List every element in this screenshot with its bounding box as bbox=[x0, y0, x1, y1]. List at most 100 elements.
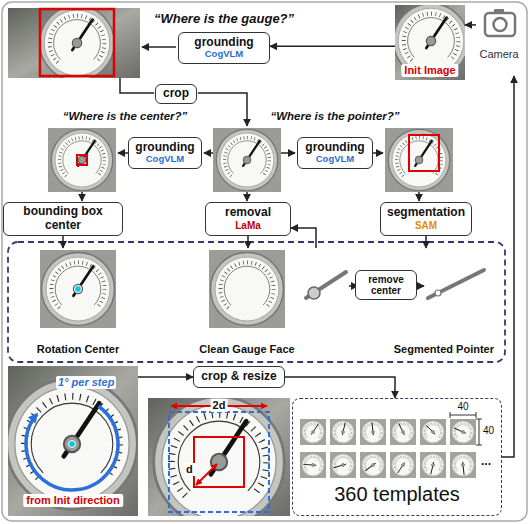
process-box: groundingCogVLM bbox=[297, 137, 373, 169]
flow-arrow bbox=[418, 192, 420, 201]
pointer-needle bbox=[306, 272, 346, 298]
template-thumb bbox=[330, 452, 356, 478]
dimension-label: 40 bbox=[457, 401, 468, 413]
query-text: “Where is the gauge?” bbox=[154, 12, 294, 27]
gauge-photo bbox=[8, 8, 140, 78]
template-pointer bbox=[427, 462, 437, 474]
node-text: CogVLM bbox=[316, 154, 355, 165]
node-text: remove center bbox=[356, 274, 416, 297]
pointer-hub bbox=[308, 287, 320, 299]
gauge-photo bbox=[385, 128, 453, 192]
gauge-face bbox=[395, 5, 465, 78]
node-text: Init Image bbox=[401, 64, 458, 77]
detection-box bbox=[409, 135, 439, 171]
node-text: Camera bbox=[479, 48, 518, 61]
template-thumb bbox=[420, 419, 446, 445]
template-thumb bbox=[450, 452, 476, 478]
template-thumb bbox=[300, 452, 326, 478]
flow-arrow bbox=[373, 152, 383, 154]
camera-icon bbox=[485, 9, 515, 36]
flow-connector bbox=[425, 236, 427, 248]
photo-ground bbox=[209, 250, 285, 328]
process-box: segmentationSAM bbox=[380, 202, 472, 236]
dimension-line bbox=[450, 412, 476, 418]
flow-connector bbox=[138, 376, 193, 378]
query-text: “Where is the pointer?” bbox=[270, 110, 399, 123]
gauge-pointer bbox=[64, 403, 99, 456]
dimension-line bbox=[476, 419, 482, 445]
gauge-pointer bbox=[211, 421, 246, 474]
crop-photo bbox=[148, 398, 290, 516]
template-pointer bbox=[425, 426, 436, 434]
flow-arrow bbox=[246, 192, 248, 201]
template-pointer bbox=[334, 460, 346, 472]
node-text: grounding bbox=[135, 141, 194, 155]
node-text: LaMa bbox=[235, 220, 261, 232]
gauge-face bbox=[40, 8, 115, 78]
gauge-pointer bbox=[73, 266, 93, 296]
gauge-pointer bbox=[415, 141, 432, 166]
camera-lens bbox=[494, 18, 507, 31]
template-thumb bbox=[420, 452, 446, 478]
template-pointer bbox=[395, 424, 407, 435]
node-text: Segmented Pointer bbox=[394, 343, 494, 356]
photo-ground bbox=[48, 128, 116, 192]
template-thumb bbox=[360, 419, 386, 445]
flow-connector bbox=[502, 76, 514, 457]
flow-connector bbox=[291, 228, 316, 248]
flow-arrow bbox=[198, 93, 247, 126]
pointer-sketch bbox=[306, 270, 484, 299]
center-dot bbox=[75, 286, 82, 293]
process-box: crop bbox=[155, 84, 197, 104]
template-pointer bbox=[398, 463, 405, 473]
pointer-needle bbox=[428, 270, 484, 298]
node-text: 360 templates bbox=[334, 483, 460, 506]
dimension-arrow bbox=[196, 464, 217, 485]
node-text: CogVLM bbox=[146, 154, 185, 165]
template-pointer bbox=[365, 461, 375, 473]
gauge-pointer bbox=[72, 20, 92, 50]
node-text: SAM bbox=[415, 220, 437, 232]
node-text: segmentation bbox=[387, 206, 465, 220]
detection-box bbox=[40, 9, 114, 76]
rotation-arrow bbox=[26, 406, 118, 490]
crop-window bbox=[169, 412, 269, 512]
node-text: grounding bbox=[194, 36, 253, 50]
photo-ground bbox=[213, 128, 281, 192]
template-thumb bbox=[330, 419, 356, 445]
process-box: groundingCogVLM bbox=[128, 137, 202, 169]
inner-square bbox=[194, 437, 244, 487]
gauge-face bbox=[211, 253, 284, 326]
node-text: crop bbox=[163, 87, 189, 101]
photo-ground bbox=[8, 366, 138, 516]
template-thumb bbox=[390, 419, 416, 445]
photo-ground bbox=[385, 128, 453, 192]
process-box: groundingCogVLM bbox=[178, 32, 270, 64]
gauge-face bbox=[154, 398, 285, 516]
gauge-photo bbox=[213, 128, 281, 192]
rotation-center-photo bbox=[40, 250, 116, 328]
flow-connector bbox=[247, 236, 249, 248]
node-text: removal bbox=[225, 206, 271, 220]
image-node: Clean Gauge Face bbox=[192, 248, 302, 358]
node-text: 1° per step bbox=[56, 376, 116, 389]
template-pointer bbox=[339, 423, 349, 435]
camera-body bbox=[485, 13, 515, 36]
query-text: “Where is the center?” bbox=[63, 110, 188, 123]
dimension-label: 2d bbox=[211, 399, 228, 412]
template-thumb bbox=[390, 452, 416, 478]
template-thumb bbox=[450, 419, 476, 445]
gauge-pointer bbox=[243, 141, 260, 166]
gauge-pointer bbox=[426, 18, 446, 48]
node-text: Clean Gauge Face bbox=[199, 343, 294, 356]
node-text: from Init direction bbox=[23, 494, 123, 507]
template-pointer bbox=[367, 423, 379, 435]
process-box: bounding box center bbox=[3, 202, 123, 236]
gauge-photo bbox=[48, 128, 116, 192]
flow-connector bbox=[285, 377, 395, 398]
image-node: 1° per step from Init direction bbox=[8, 366, 138, 516]
template-pointer bbox=[304, 459, 316, 470]
